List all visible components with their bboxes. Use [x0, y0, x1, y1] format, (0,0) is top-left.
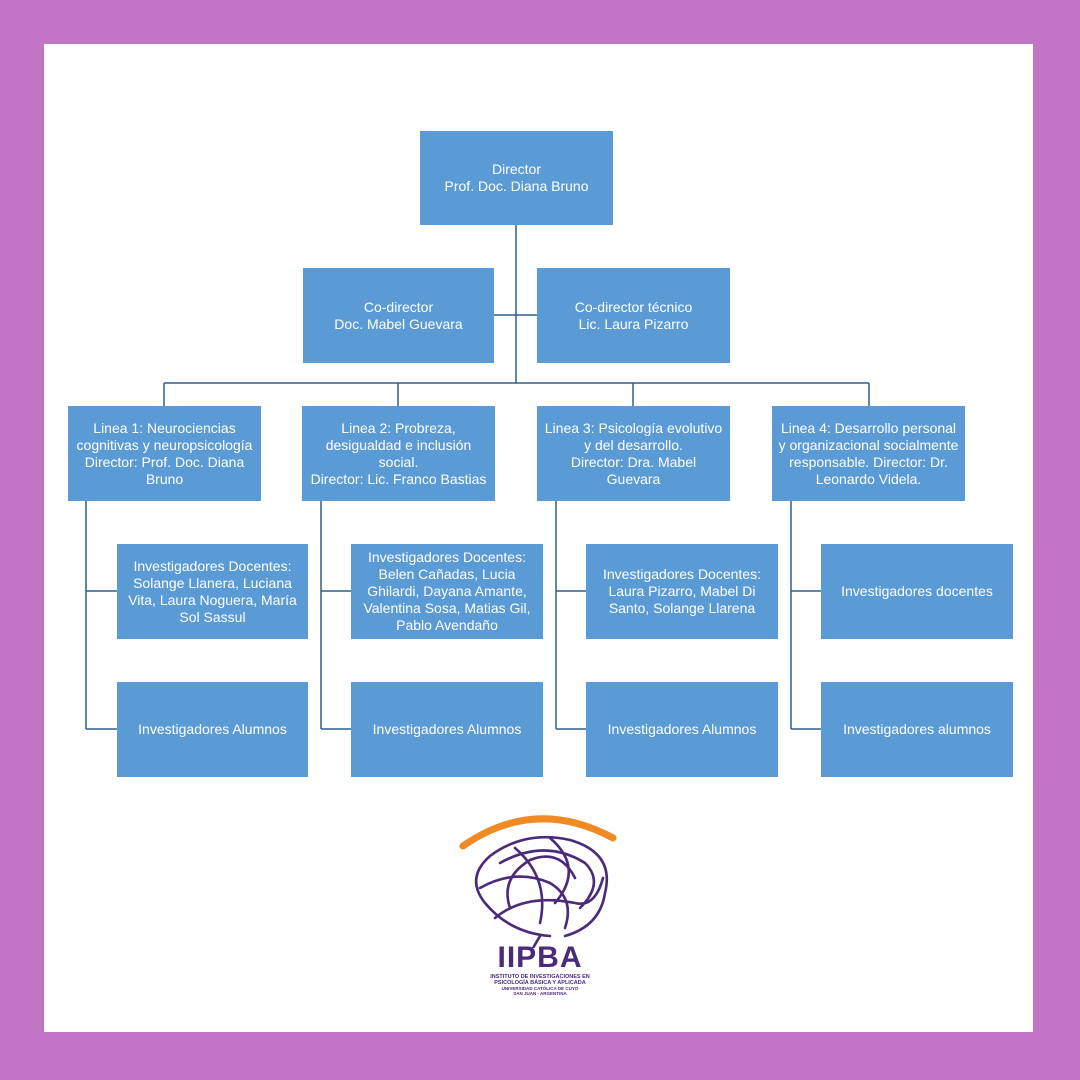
line-3-docentes-text: Investigadores Docentes:: [603, 566, 761, 582]
logo-subtitle-1: INSTITUTO DE INVESTIGACIONES EN: [490, 974, 590, 980]
line-2-title-text: desigualdad e inclusión: [325, 436, 472, 453]
line-1-docentes-box: Investigadores Docentes: Solange Llanera…: [117, 544, 308, 639]
line-1-docentes-text: Investigadores Docentes:: [133, 557, 292, 574]
line-3-title-text: Linea 3: Psicología evolutivo: [544, 419, 723, 436]
logo-subtitle-3: UNIVERSIDAD CATÓLICA DE CUYO: [501, 986, 579, 991]
director-role: Director: [491, 161, 541, 177]
line-2-docentes-text: Ghilardi, Dayana Amante,: [367, 583, 527, 599]
line-3-box: Linea 3: Psicología evolutivo y del desa…: [537, 406, 730, 501]
line-2-box: Linea 2: Probreza, desigualdad e inclusi…: [302, 406, 495, 501]
line-3-alumnos-box: Investigadores Alumnos: [586, 682, 778, 777]
logo-subtitle-4: SAN JUAN - ARGENTINA: [513, 991, 567, 996]
line-1-docentes-text: Solange Llanera, Luciana: [133, 574, 292, 591]
line-3-director-text: Guevara: [606, 470, 661, 487]
line-2-docentes-text: Investigadores Docentes:: [368, 549, 526, 565]
line-4-docentes-box: Investigadores docentes: [821, 544, 1013, 639]
logo-subtitle-2: PSICOLOGÍA BÁSICA Y APLICADA: [494, 980, 586, 986]
line-4-director-text: responsable. Director: Dr.: [789, 453, 948, 470]
line-2-director-text: Director: Lic. Franco Bastias: [310, 470, 487, 487]
logo-name-text: IIPBA: [497, 941, 583, 974]
line-2-alumnos-box: Investigadores Alumnos: [351, 682, 543, 777]
line-3-docentes-text: Laura Pizarro, Mabel Di: [608, 583, 756, 599]
line-4-box: Linea 4: Desarrollo personal y organizac…: [772, 406, 965, 501]
line-2-title-text: social.: [378, 453, 419, 470]
line-3-docentes-box: Investigadores Docentes: Laura Pizarro, …: [586, 544, 778, 639]
director-name: Prof. Doc. Diana Bruno: [444, 178, 589, 194]
line-4-alumnos-text: Investigadores alumnos: [843, 721, 991, 737]
line-1-director-text: Bruno: [145, 470, 184, 487]
director-box: Director Prof. Doc. Diana Bruno: [420, 131, 613, 225]
brain-logo-icon: [459, 815, 617, 950]
line-3-director-text: Director: Dra. Mabel: [570, 453, 697, 470]
codirector-role: Co-director: [363, 298, 434, 315]
line-4-title-text: y organizacional socialmente: [778, 436, 959, 453]
iipba-logo: IIPBA INSTITUTO DE INVESTIGACIONES EN PS…: [455, 808, 625, 998]
line-4-director-text: Leonardo Videla.: [815, 470, 922, 487]
line-4-docentes-text: Investigadores docentes: [841, 583, 993, 599]
line-4-title-text: Linea 4: Desarrollo personal: [780, 419, 957, 436]
line-1-box: Linea 1: Neurociencias cognitivas y neur…: [68, 406, 261, 501]
codirector-name: Doc. Mabel Guevara: [334, 315, 463, 332]
line-1-title-text: Linea 1: Neurociencias: [93, 419, 236, 436]
line-2-alumnos-text: Investigadores Alumnos: [372, 721, 522, 737]
line-2-title-text: Linea 2: Probreza,: [341, 419, 456, 436]
line-2-docentes-text: Valentina Sosa, Matias Gil,: [363, 600, 531, 616]
codirector-box: Co-director Doc. Mabel Guevara: [303, 268, 494, 363]
codirector-tecnico-name: Lic. Laura Pizarro: [578, 315, 689, 332]
line-2-docentes-text: Pablo Avendaño: [396, 617, 498, 633]
codirector-tecnico-role: Co-director técnico: [574, 298, 693, 315]
line-3-alumnos-text: Investigadores Alumnos: [607, 721, 757, 737]
line-1-director-text: Director: Prof. Doc. Diana: [84, 453, 245, 470]
line-3-docentes-text: Santo, Solange Llarena: [608, 600, 756, 616]
codirector-tecnico-box: Co-director técnico Lic. Laura Pizarro: [537, 268, 730, 363]
line-1-alumnos-box: Investigadores Alumnos: [117, 682, 308, 777]
line-2-docentes-text: Belen Cañadas, Lucia: [378, 566, 516, 582]
line-1-title-text: cognitivas y neuropsicología: [76, 436, 253, 453]
line-4-alumnos-box: Investigadores alumnos: [821, 682, 1013, 777]
line-2-docentes-box: Investigadores Docentes: Belen Cañadas, …: [351, 544, 543, 639]
line-1-docentes-text: Vita, Laura Noguera, María: [128, 591, 297, 608]
line-1-alumnos-text: Investigadores Alumnos: [138, 721, 287, 737]
line-1-docentes-text: Sol Sassul: [179, 608, 246, 625]
line-3-title-text: y del desarrollo.: [584, 436, 683, 453]
